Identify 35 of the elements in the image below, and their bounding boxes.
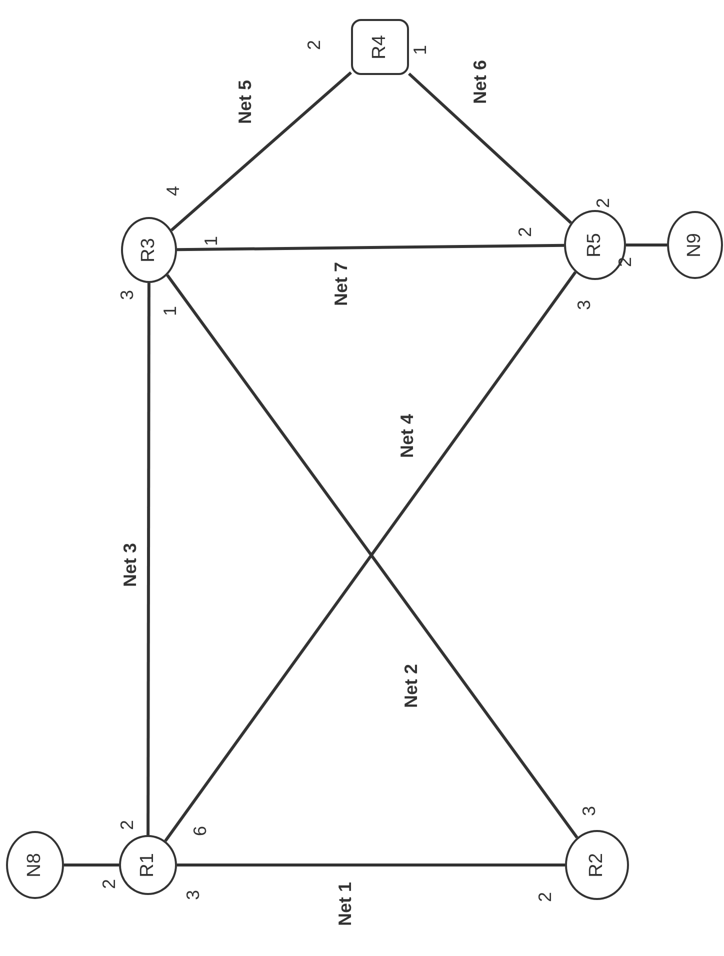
port-number: 2 [516, 227, 534, 237]
node-ellipse: N8 [6, 831, 64, 899]
edge-label: Net 5 [236, 80, 254, 124]
port-number: 3 [118, 290, 136, 300]
connector-line [408, 72, 572, 224]
edge-label: Net 7 [332, 262, 350, 306]
port-number: 3 [184, 890, 202, 900]
edge-label: Net 4 [398, 414, 416, 458]
node-ellipse: R1 [119, 835, 177, 895]
edge-label: Net 2 [402, 664, 420, 708]
edge-label: Net 6 [471, 60, 489, 104]
node-ellipse: N9 [667, 211, 723, 279]
node-ellipse: R2 [565, 830, 629, 900]
port-number: 2 [100, 879, 118, 889]
connector-line [170, 71, 352, 232]
router-box: R4 [351, 19, 409, 75]
port-number: 3 [575, 300, 593, 310]
port-number: 6 [191, 826, 209, 836]
port-number: 2 [118, 820, 136, 830]
edge-label: Net 3 [121, 543, 139, 587]
port-number: 1 [411, 45, 429, 55]
port-number: 2 [305, 40, 323, 50]
port-number: 1 [202, 236, 220, 246]
connector-line [626, 244, 667, 246]
port-number: 2 [594, 198, 612, 208]
port-number: 2 [536, 892, 554, 902]
connector-line [177, 864, 565, 866]
node-ellipse: R3 [121, 217, 177, 283]
connector-line [176, 244, 564, 252]
port-number: 3 [580, 806, 598, 816]
port-number: 4 [164, 186, 182, 196]
edge-label: Net 1 [336, 882, 354, 926]
connector-line [64, 864, 119, 866]
port-number: 1 [161, 306, 179, 316]
connector-line [146, 283, 150, 835]
